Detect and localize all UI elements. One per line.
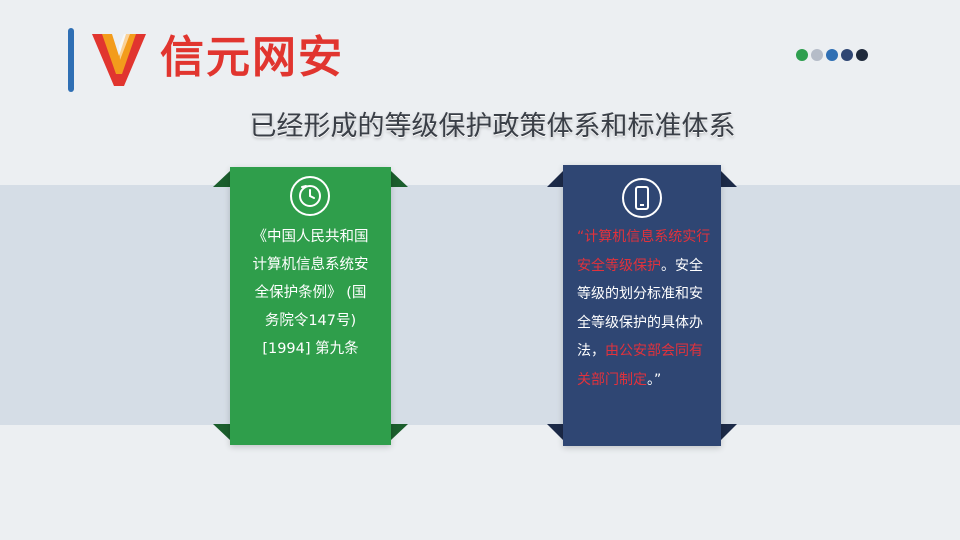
brand-name: 信元网安: [160, 32, 344, 83]
fold-triangle: [547, 424, 563, 440]
fold-triangle: [721, 424, 737, 440]
clock-icon: [290, 176, 330, 216]
fold-triangle: [721, 171, 737, 187]
slide-title: 已经形成的等级保护政策体系和标准体系: [249, 111, 736, 142]
fold-triangle: [213, 171, 230, 187]
content-band: [0, 185, 960, 425]
quote-open: “: [577, 229, 585, 245]
highlight-text: 计算机信息系统实行安全等级保护: [577, 229, 711, 274]
nav-dot[interactable]: [826, 49, 838, 61]
nav-dot[interactable]: [856, 49, 868, 61]
fold-triangle: [391, 424, 408, 440]
fold-triangle: [213, 424, 230, 440]
info-card-protection: “计算机信息系统实行安全等级保护。安全等级的划分标准和安全等级保护的具体办法，由…: [563, 165, 721, 446]
logo-accent-bar: [68, 28, 74, 92]
nav-dots: [796, 49, 868, 61]
fold-triangle: [391, 171, 408, 187]
card-text: “计算机信息系统实行安全等级保护。安全等级的划分标准和安全等级保护的具体办法，由…: [577, 223, 715, 394]
highlight-text: 由公安部会同有关部门制定: [577, 343, 703, 388]
brand-logo-icon: [92, 34, 146, 86]
card-text: 《中国人民共和国 计算机信息系统安 全保护条例》 (国 务院令147号) [19…: [252, 229, 369, 357]
info-card-regulation: 《中国人民共和国 计算机信息系统安 全保护条例》 (国 务院令147号) [19…: [230, 167, 391, 445]
body-text: 。安全等级的划分标准和安全等级保护的具体办法，: [577, 257, 703, 360]
phone-icon: [622, 178, 662, 218]
nav-dot[interactable]: [796, 49, 808, 61]
nav-dot[interactable]: [841, 49, 853, 61]
quote-close: 。”: [647, 371, 662, 388]
nav-dot[interactable]: [811, 49, 823, 61]
fold-triangle: [547, 171, 563, 187]
